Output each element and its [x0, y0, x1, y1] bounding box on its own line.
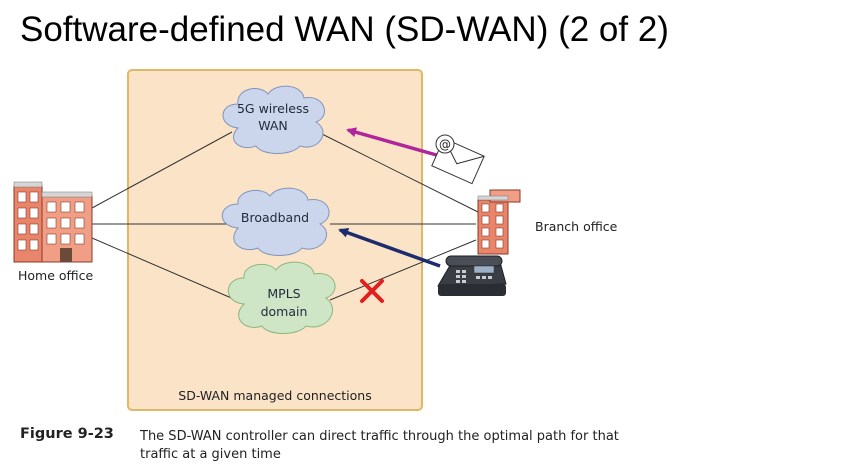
- slide-title: Software-defined WAN (SD-WAN) (2 of 2): [20, 10, 669, 49]
- managed-connections-label: SD-WAN managed connections: [178, 388, 371, 403]
- wireless-cloud-label-line2: WAN: [258, 118, 288, 133]
- voice-traffic-arrow: [338, 228, 441, 268]
- mpls-cloud-label-line1: MPLS: [267, 286, 300, 301]
- figure-number: Figure 9-23: [20, 426, 114, 442]
- broadband-cloud: Broadband: [221, 187, 330, 256]
- connection-lines: [91, 131, 479, 301]
- home-to-wireless-line: [91, 131, 233, 209]
- wireless-cloud-label-line1: 5G wireless: [237, 101, 309, 116]
- wireless-to-branch-line: [317, 131, 479, 213]
- mpls-cloud: MPLS domain: [227, 261, 336, 334]
- branch-office-building-icon: [477, 189, 521, 255]
- email-traffic-arrow: [346, 127, 441, 158]
- figure-caption-text: The SD-WAN controller can direct traffic…: [140, 429, 619, 462]
- branch-office-label: Branch office: [535, 219, 618, 234]
- telephone-icon: [437, 255, 507, 296]
- wireless-cloud: 5G wireless WAN: [222, 85, 325, 154]
- envelope-icon: @: [431, 134, 485, 185]
- mpls-cloud-label-line2: domain: [261, 304, 308, 319]
- blocked-x-icon: [360, 279, 384, 303]
- broadband-cloud-label: Broadband: [241, 210, 309, 225]
- home-to-mpls-line: [91, 237, 237, 301]
- home-office-building-icon: [13, 181, 93, 263]
- home-office-label: Home office: [18, 268, 93, 283]
- mpls-to-branch-line: [329, 239, 477, 301]
- email-at-symbol: @: [439, 138, 451, 152]
- sdwan-diagram: 5G wireless WAN Broadband MPLS domain @: [13, 69, 618, 411]
